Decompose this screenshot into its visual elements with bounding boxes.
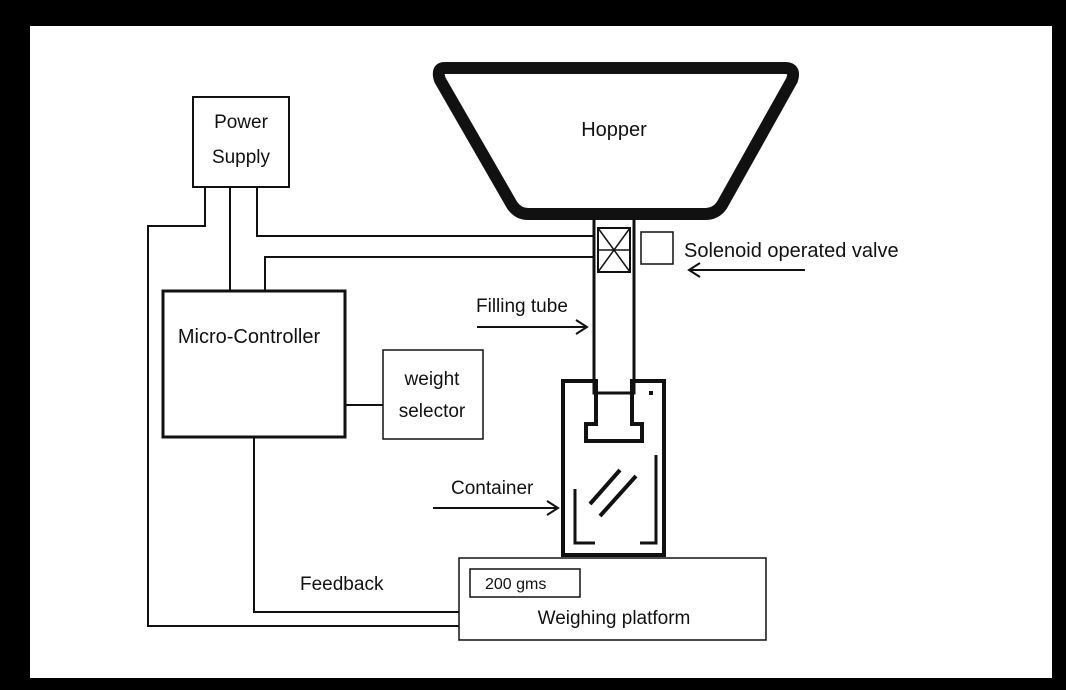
arrow-head-container (546, 500, 560, 516)
wire-mcu-to-valve (264, 256, 594, 291)
wire-power-to-platform (147, 187, 459, 627)
wire-feedback (253, 437, 459, 613)
wire-power-to-valve (256, 187, 594, 237)
glass-mark (598, 474, 638, 518)
power-supply-label-line1: Power (214, 112, 269, 133)
feedback-label: Feedback (300, 574, 384, 595)
power-supply-box (192, 96, 290, 188)
weight-selector-box (382, 349, 484, 440)
container-dot (649, 391, 653, 395)
container-inner-right (640, 455, 658, 545)
container-inner-left (573, 489, 595, 545)
hopper-label: Hopper (581, 119, 647, 141)
hopper-shape (432, 62, 800, 220)
glass-mark (588, 468, 622, 506)
solenoid-valve-label: Solenoid operated valve (684, 240, 899, 262)
arrow-head-solenoid (687, 262, 701, 278)
display-box (469, 568, 581, 598)
filling-tube (592, 216, 636, 395)
weight-selector-label-line1: weight (404, 369, 461, 390)
display-value: 200 gms (485, 576, 546, 593)
solenoid-box (640, 231, 674, 265)
container-outline (561, 379, 666, 557)
container-label: Container (451, 478, 534, 499)
micro-controller-label: Micro-Controller (178, 326, 321, 348)
power-supply-label-line2: Supply (212, 147, 271, 168)
weighing-platform-label: Weighing platform (538, 608, 691, 629)
weight-selector-label-line2: selector (399, 401, 466, 422)
filling-tube-label: Filling tube (476, 296, 568, 317)
weighing-platform-box (458, 557, 767, 641)
arrow-head-filling-tube (575, 319, 589, 335)
